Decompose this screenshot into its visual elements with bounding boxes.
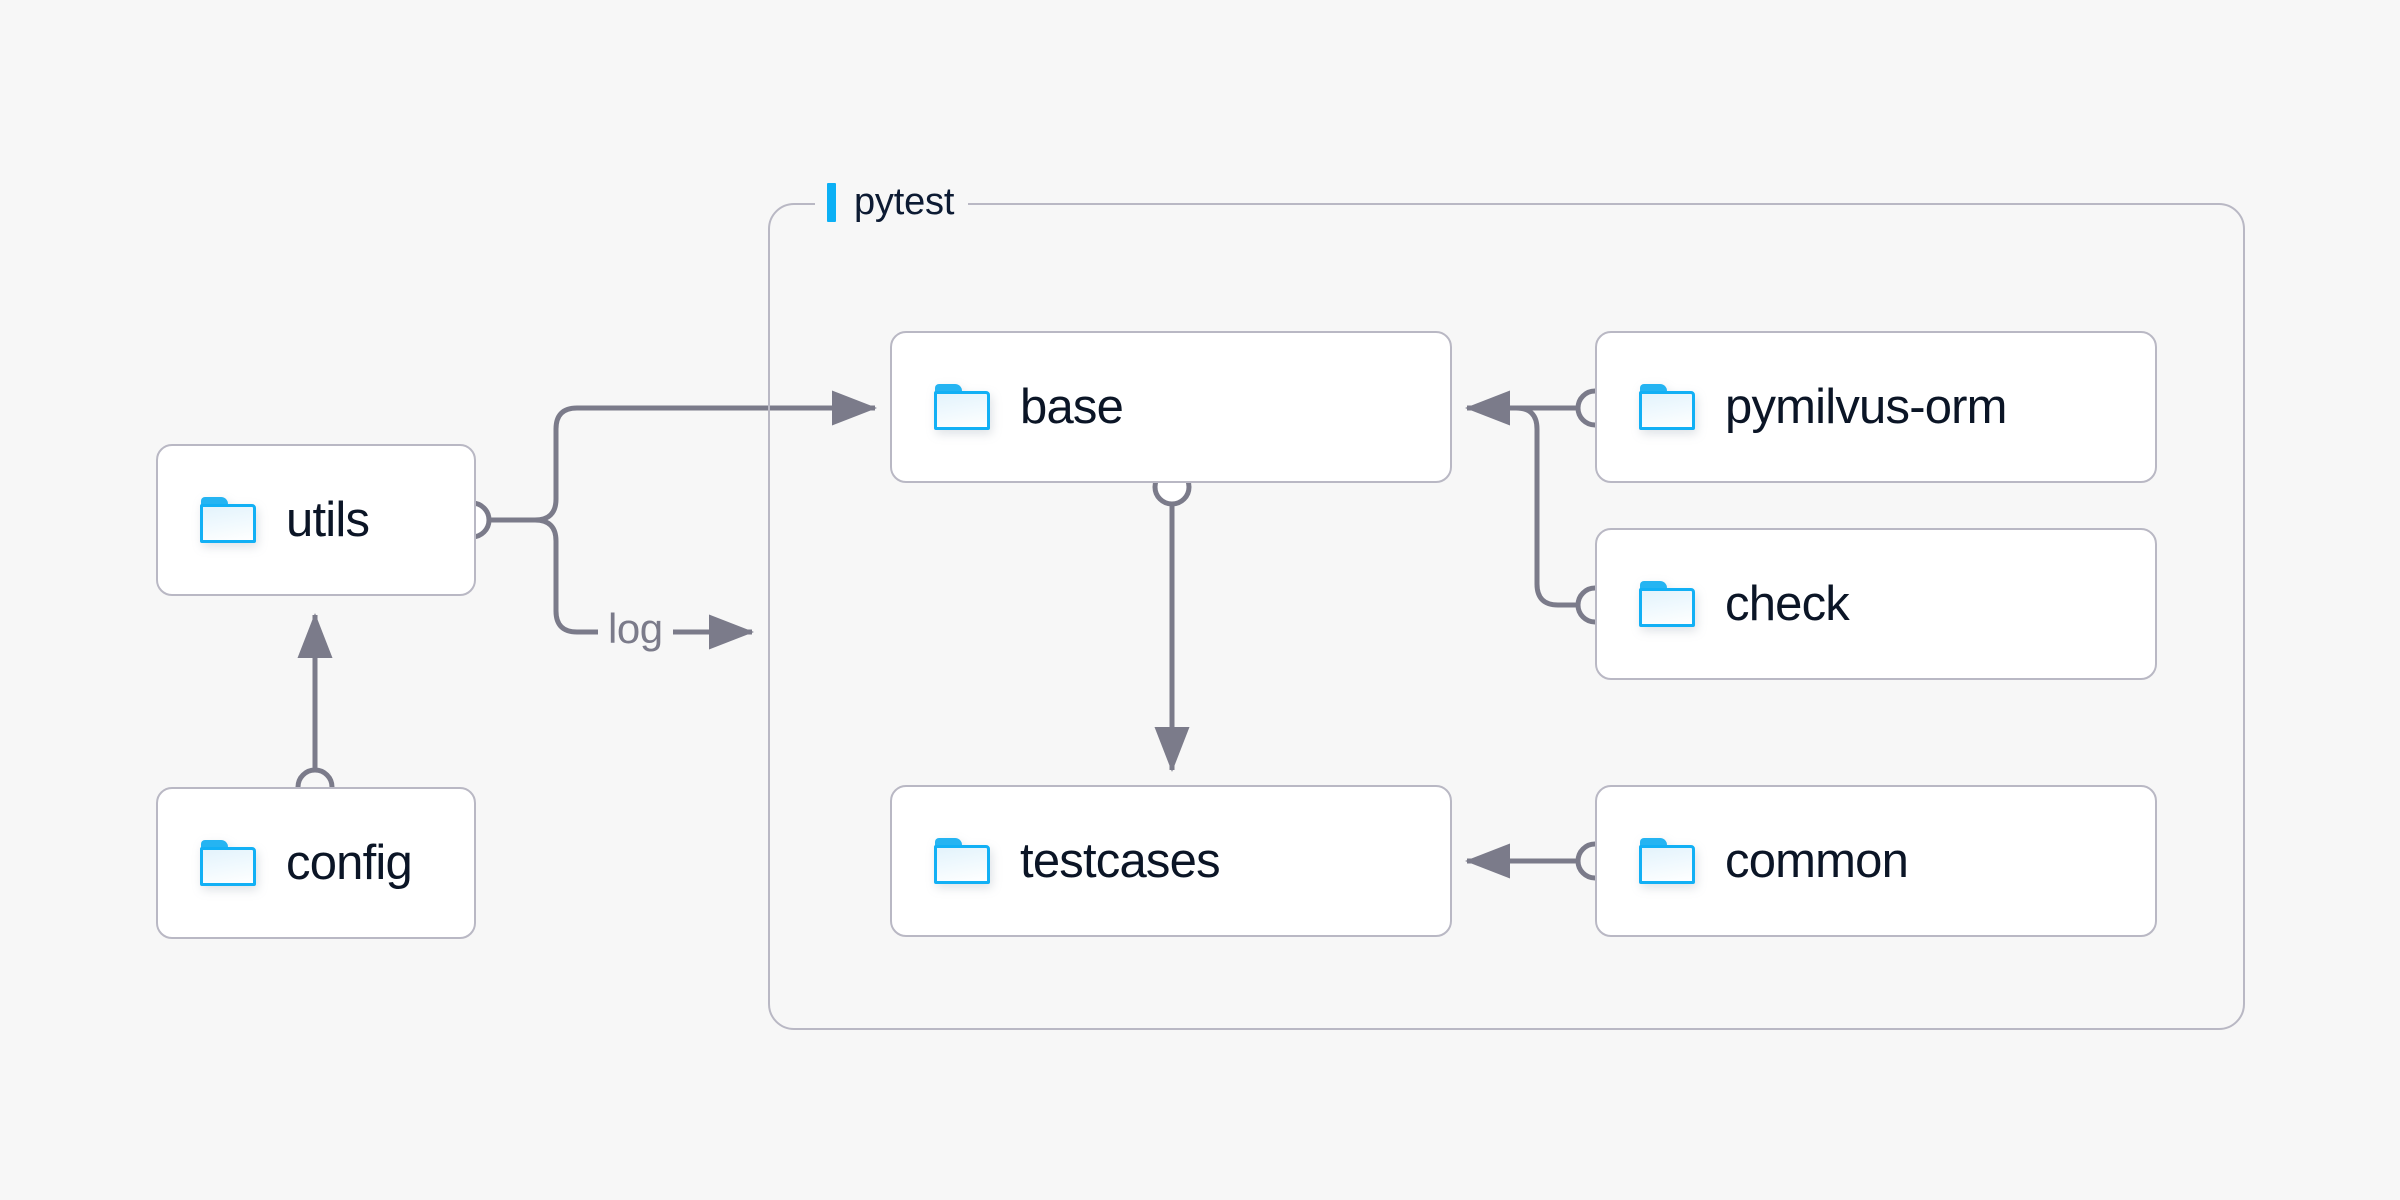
edge-label-log: log	[598, 605, 673, 653]
folder-icon	[934, 838, 990, 884]
node-check[interactable]: check	[1595, 528, 2157, 680]
node-label-config: config	[286, 835, 413, 890]
node-label-testcases: testcases	[1020, 833, 1221, 888]
node-common[interactable]: common	[1595, 785, 2157, 937]
node-label-pymilvus-orm: pymilvus-orm	[1725, 379, 2008, 434]
folder-icon	[1639, 384, 1695, 430]
node-label-base: base	[1020, 379, 1124, 434]
folder-icon	[1639, 838, 1695, 884]
node-label-common: common	[1725, 833, 1909, 888]
folder-icon	[200, 840, 256, 886]
node-testcases[interactable]: testcases	[890, 785, 1452, 937]
node-label-check: check	[1725, 576, 1850, 631]
vertical-bar-marker-icon	[827, 182, 836, 222]
node-config[interactable]: config	[156, 787, 476, 939]
group-title: pytest	[854, 180, 955, 223]
folder-icon	[934, 384, 990, 430]
node-utils[interactable]: utils	[156, 444, 476, 596]
node-base[interactable]: base	[890, 331, 1452, 483]
node-pymilvus-orm[interactable]: pymilvus-orm	[1595, 331, 2157, 483]
folder-icon	[200, 497, 256, 543]
group-container-pytest	[768, 203, 2245, 1030]
folder-icon	[1639, 581, 1695, 627]
node-label-utils: utils	[286, 492, 370, 547]
group-label-pytest: pytest	[815, 178, 969, 226]
